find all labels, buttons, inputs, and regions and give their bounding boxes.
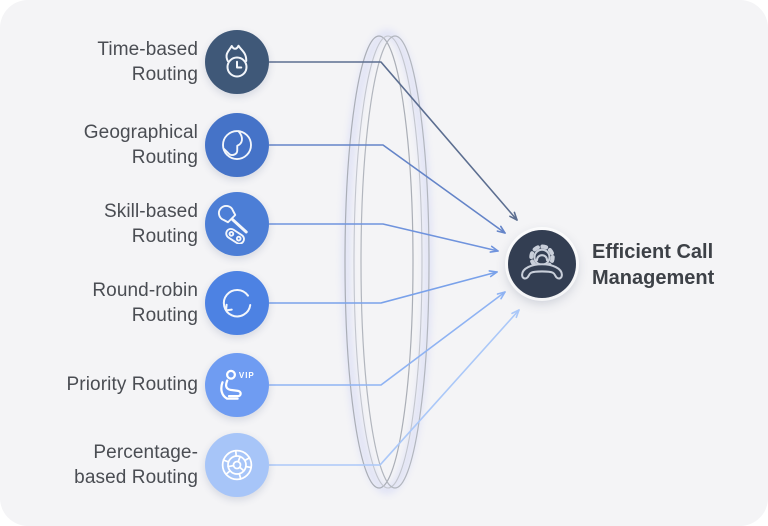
label-round-robin-routing: Round-robin Routing [92, 280, 198, 326]
globe-icon [222, 130, 252, 160]
node-priority: VIP [205, 353, 269, 417]
arrowhead [509, 211, 518, 221]
connector-percentage [268, 309, 520, 466]
node-skill-based [205, 192, 269, 256]
node-efficient-call-management [508, 230, 576, 298]
label-geographical-routing: Geographical Routing [83, 122, 198, 168]
node-time-based [205, 30, 269, 94]
connector-skill-based [268, 223, 499, 253]
segmented-wheel-icon [221, 449, 253, 481]
arrowhead [488, 270, 498, 278]
arrowhead [496, 225, 506, 234]
connector-geographical [268, 144, 506, 234]
rotate-arrow-icon [222, 288, 252, 318]
node-geographical [205, 113, 269, 177]
label-skill-based-routing: Skill-based Routing [103, 201, 198, 247]
target-title: Efficient Call Management [592, 241, 715, 289]
label-priority-routing: Priority Routing [66, 374, 198, 395]
arrowhead [496, 291, 506, 300]
connector-round-robin [268, 270, 498, 304]
label-percentage-routing: Percentage- based Routing [74, 442, 198, 488]
arrowhead [489, 245, 499, 253]
gear-handset-icon [521, 244, 563, 280]
node-round-robin [205, 271, 269, 335]
label-time-based-routing: Time-based Routing [97, 39, 198, 85]
node-percentage [205, 433, 269, 497]
vip-text: VIP [239, 371, 255, 380]
flame-clock-icon [225, 44, 248, 78]
vip-seat-icon: VIP [220, 369, 255, 400]
arrowhead [511, 309, 520, 319]
handset-shape [521, 263, 563, 280]
connector-time-based [268, 61, 518, 221]
tools-icon [218, 205, 248, 244]
funnel-lens [342, 30, 432, 494]
connector-priority [268, 291, 506, 386]
